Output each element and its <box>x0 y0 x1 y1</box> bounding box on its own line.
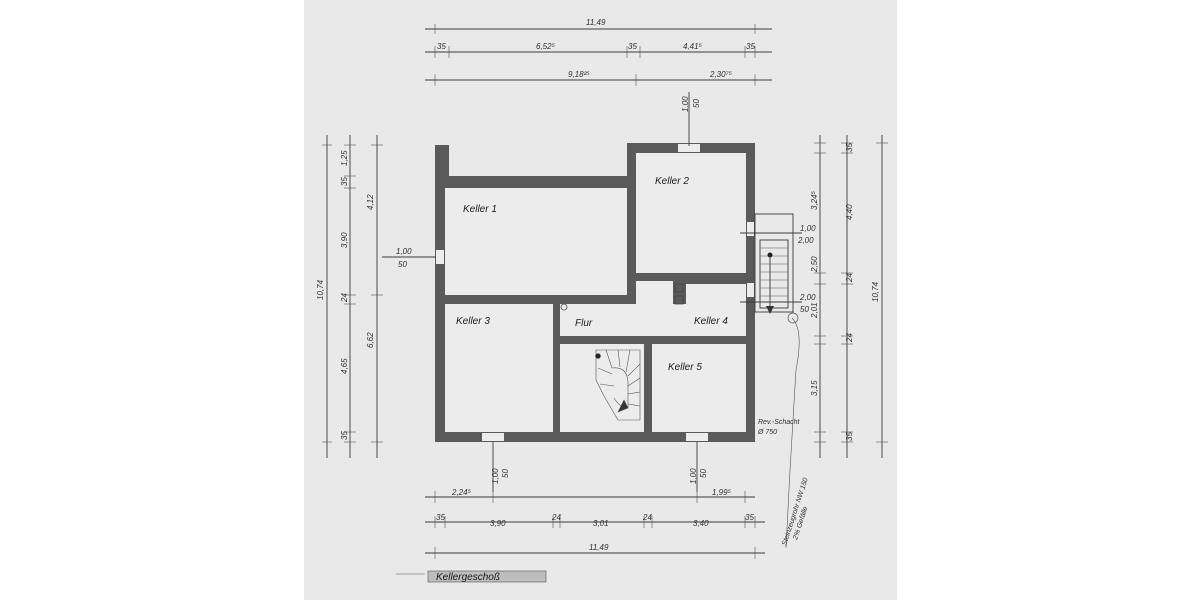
dim-right-24a: 24 <box>845 273 854 283</box>
dim-left-390: 3,90 <box>340 232 349 248</box>
label-keller-1: Keller 1 <box>463 204 497 215</box>
exterior-stair-treads <box>760 247 788 297</box>
dim-bottom-24a: 24 <box>551 513 561 522</box>
window-keller4 <box>747 283 754 297</box>
dim-bottom-24b: 24 <box>642 513 652 522</box>
dim-right-324: 3,24⁵ <box>810 190 819 210</box>
top-dimensions: 11,49 35 6,52⁵ 35 4,41⁵ 35 9,18²⁵ 2,30⁷⁵… <box>425 18 772 146</box>
dim-left-465: 4,65 <box>340 358 349 374</box>
dim-top-overall: 11,49 <box>586 18 606 27</box>
room-keller-1 <box>445 188 627 295</box>
label-keller-2: Keller 2 <box>655 176 689 187</box>
interior-stair-arrow <box>617 399 629 413</box>
label-keller-3: Keller 3 <box>456 316 490 327</box>
right-dimensions: 3,24⁵ 2,50 2,01 3,15 35 4,40 24 24 35 10… <box>740 135 888 458</box>
room-keller-4 <box>686 284 746 336</box>
dim-left-24: 24 <box>340 293 349 303</box>
note-schacht-dia: Ø 750 <box>757 429 777 436</box>
window-keller3 <box>482 433 504 441</box>
dim-right-440: 4,40 <box>845 204 854 220</box>
dim-left-662: 6,62 <box>366 332 375 348</box>
dim-top-230: 2,30⁷⁵ <box>709 70 733 79</box>
room-keller-5 <box>652 344 746 432</box>
dim-top-918: 9,18²⁵ <box>568 70 590 79</box>
interior-stair <box>595 349 641 421</box>
dim-right-window-a: 1,00 <box>800 224 816 233</box>
dim-bottom-window2: 1,00 <box>689 468 698 484</box>
dim-top-35c: 35 <box>746 42 755 51</box>
dim-top-441: 4,41⁵ <box>683 42 703 51</box>
dim-bottom-340: 3,40 <box>693 519 709 528</box>
dim-left-412: 4,12 <box>366 194 375 210</box>
left-dimensions: 10,74 35 1,25 3,90 24 4,65 35 4,12 6,62 … <box>316 135 436 458</box>
title-text: Kellergeschoß <box>436 572 500 583</box>
dim-bottom-window1-b: 50 <box>501 469 510 478</box>
exterior-stair-run <box>759 239 789 309</box>
dim-left-window: 1,00 <box>396 247 412 256</box>
label-keller-4: Keller 4 <box>694 316 728 327</box>
drain-line <box>785 317 800 549</box>
dim-right-35b: 35 <box>845 432 854 441</box>
label-keller-5: Keller 5 <box>668 362 702 373</box>
dim-right-window-b2: 50 <box>800 305 809 314</box>
walls <box>435 143 755 442</box>
dim-right-overall: 10,74 <box>871 281 880 302</box>
plan-title: Kellergeschoß <box>396 570 547 583</box>
chimney-c <box>560 303 568 311</box>
bottom-dimensions: 1,00 50 1,00 50 2,24⁵ 1,99⁵ 35 3,90 24 3… <box>425 442 765 559</box>
dim-bottom-199: 1,99⁵ <box>712 488 732 497</box>
dim-bottom-35b: 35 <box>745 513 754 522</box>
window-keller2 <box>678 144 700 152</box>
dim-top-window-b: 50 <box>692 99 701 108</box>
exterior-stair-outline <box>754 213 794 313</box>
dim-bottom-window2-b: 50 <box>699 469 708 478</box>
dim-right-window-a2: 2,00 <box>797 236 814 245</box>
dim-right-250: 2,50 <box>810 256 819 273</box>
dim-left-125: 1,25 <box>340 150 349 166</box>
label-flur: Flur <box>575 318 593 329</box>
dim-bottom-301: 3,01 <box>593 519 609 528</box>
dim-top-652: 6,52⁵ <box>536 42 556 51</box>
room-stairwell <box>560 344 644 432</box>
window-keller2-east <box>747 222 754 236</box>
dim-bottom-390: 3,90 <box>490 519 506 528</box>
exterior-stair-arrowhead <box>766 306 774 314</box>
room-keller-3 <box>445 304 553 432</box>
chimney-b <box>674 295 684 305</box>
dim-left-35a: 35 <box>340 177 349 186</box>
exterior-stair-start <box>767 252 773 258</box>
room-keller-2 <box>636 153 746 273</box>
interior-stair-start <box>595 353 601 359</box>
dim-right-window-b: 2,00 <box>799 293 816 302</box>
dim-bottom-224: 2,24⁵ <box>451 488 472 497</box>
window-keller5 <box>686 433 708 441</box>
interior-stair-outer <box>595 349 641 421</box>
room-flur <box>560 304 686 336</box>
room-flur-upper <box>636 281 673 304</box>
dim-bottom-overall: 11,49 <box>589 543 609 552</box>
dim-left-overall: 10,74 <box>316 279 325 300</box>
revision-shaft-icon <box>787 312 799 324</box>
dim-right-24b: 24 <box>845 333 854 343</box>
exterior-stair <box>754 213 794 314</box>
dim-bottom-35a: 35 <box>436 513 445 522</box>
note-schacht: Rev.-Schacht <box>758 419 801 426</box>
dim-left-35b: 35 <box>340 431 349 440</box>
drainage: Rev.-Schacht Ø 750 Steinzeugrohr NW 150 … <box>757 312 810 549</box>
interior-stair-inner <box>611 367 629 409</box>
window-keller1 <box>436 250 444 264</box>
dim-right-315: 3,15 <box>810 380 819 396</box>
dim-right-35a: 35 <box>845 143 854 152</box>
dim-top-35b: 35 <box>628 42 637 51</box>
dim-left-window-b: 50 <box>398 260 407 269</box>
title-underline <box>427 570 547 583</box>
dim-right-201: 2,01 <box>810 302 819 319</box>
chimney-a <box>674 283 684 293</box>
dim-top-window: 1,00 <box>681 96 690 112</box>
dim-top-35a: 35 <box>437 42 446 51</box>
dim-bottom-window1: 1,00 <box>491 468 500 484</box>
